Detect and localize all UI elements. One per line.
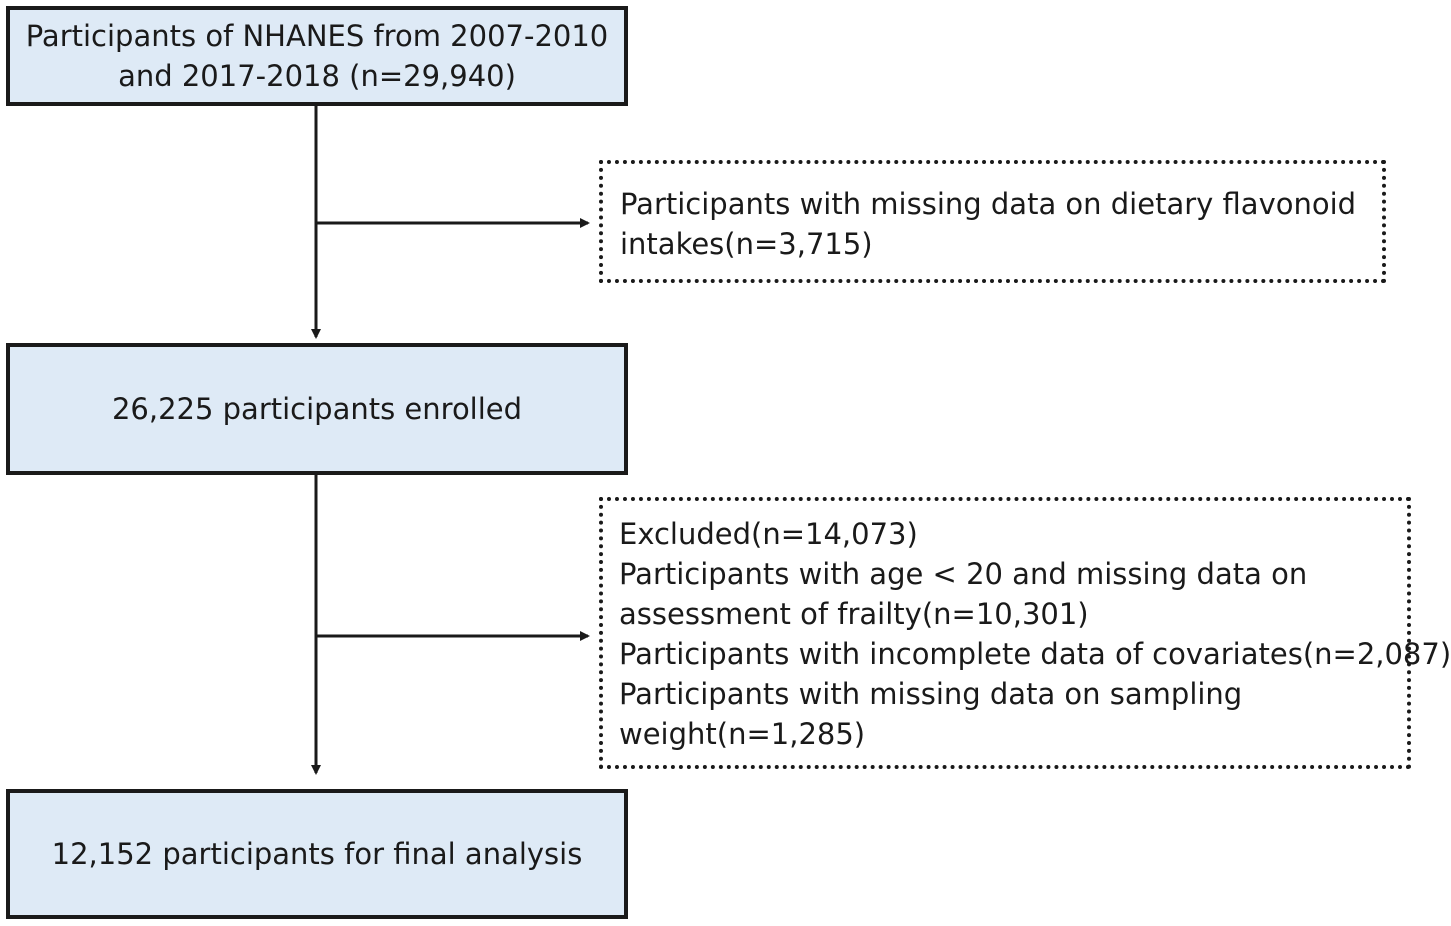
exclusion-box-1: Participants with missing data on dietar… — [599, 160, 1386, 283]
start-line-1: Participants of NHANES from 2007-2010 — [25, 19, 609, 53]
start-box: Participants of NHANES from 2007-2010 an… — [6, 6, 628, 106]
exclusion-1-line-1: Participants with missing data on dietar… — [620, 187, 1357, 221]
exclusion-2-line-1: Excluded(n=14,073) — [619, 517, 918, 551]
exclusion-2-line-3: assessment of frailty(n=10,301) — [619, 597, 1089, 631]
final-box: 12,152 participants for final analysis — [6, 789, 628, 919]
exclusion-box-2: Excluded(n=14,073) Participants with age… — [599, 497, 1451, 769]
exclusion-2-line-5: Participants with missing data on sampli… — [619, 677, 1243, 711]
exclusion-1-line-2: intakes(n=3,715) — [620, 227, 873, 261]
flow-connectors — [311, 104, 590, 775]
enrolled-box: 26,225 participants enrolled — [6, 343, 628, 475]
exclusion-2-line-6: weight(n=1,285) — [619, 717, 866, 751]
start-line-2: and 2017-2018 (n=29,940) — [118, 59, 516, 93]
enrolled-box-text: 26,225 participants enrolled — [111, 392, 523, 426]
final-box-text: 12,152 participants for final analysis — [51, 837, 583, 871]
start-box-text: Participants of NHANES from 2007-2010 an… — [26, 16, 609, 96]
exclusion-2-line-2: Participants with age < 20 and missing d… — [619, 557, 1308, 591]
exclusion-2-line-4: Participants with incomplete data of cov… — [619, 637, 1451, 671]
